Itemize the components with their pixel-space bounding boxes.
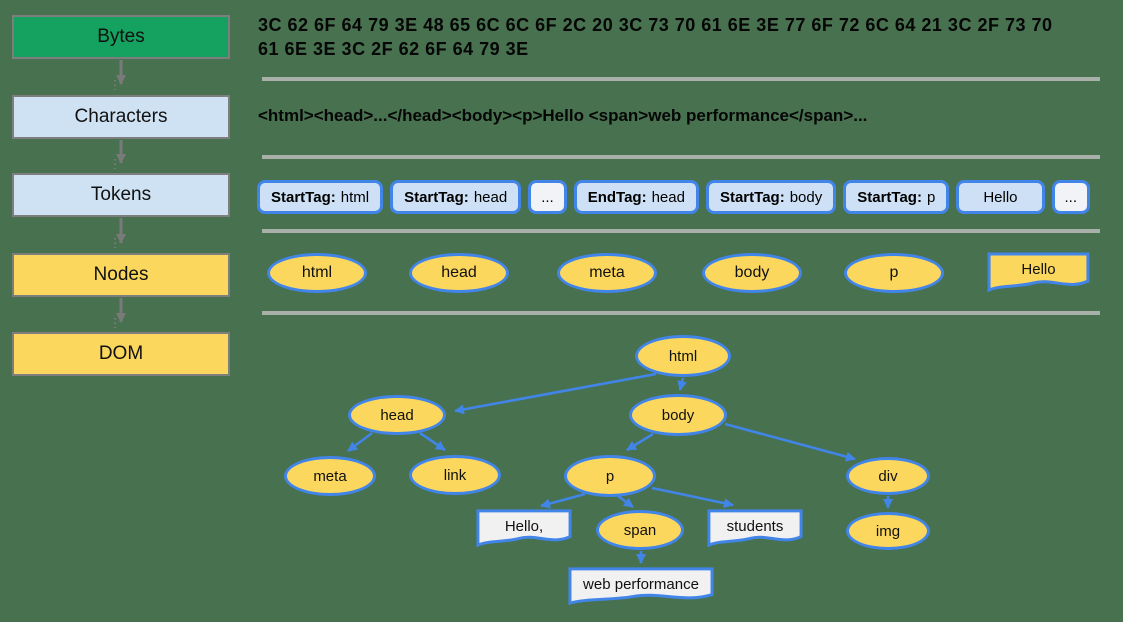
tree-node-label: head bbox=[380, 406, 414, 424]
stage-bytes-label: Bytes bbox=[97, 26, 145, 47]
tree-node-link: link bbox=[409, 455, 501, 495]
stage-tokens-label: Tokens bbox=[90, 184, 152, 205]
node-head: head bbox=[409, 253, 509, 293]
token-value: p bbox=[926, 188, 936, 206]
separator-2 bbox=[262, 155, 1100, 159]
tree-node-label: div bbox=[878, 467, 898, 485]
tree-node-label: meta bbox=[313, 467, 347, 485]
stage-characters: Characters bbox=[12, 95, 230, 139]
token-starttag-p: StartTag:p bbox=[843, 180, 950, 214]
token-prefix: EndTag: bbox=[587, 188, 647, 206]
node-body: body bbox=[702, 253, 802, 293]
token-starttag-body: StartTag:body bbox=[705, 180, 837, 214]
token-text-hello: Hello bbox=[956, 180, 1045, 214]
token-prefix: StartTag: bbox=[857, 188, 922, 206]
node-label: p bbox=[889, 264, 899, 281]
stage-bytes: Bytes bbox=[12, 15, 230, 59]
token-endtag-head: EndTag:head bbox=[573, 180, 699, 214]
node-label: html bbox=[301, 264, 333, 281]
characters-string: <html><head>...</head><body><p>Hello <sp… bbox=[258, 106, 868, 125]
tree-node-meta: meta bbox=[284, 456, 376, 496]
token-value: ... bbox=[541, 188, 554, 206]
tree-node-body: body bbox=[629, 394, 727, 436]
node-meta: meta bbox=[557, 253, 657, 293]
token-ellipsis-1: ... bbox=[528, 180, 567, 214]
node-label: head bbox=[441, 264, 477, 281]
token-prefix: StartTag: bbox=[271, 188, 336, 206]
node-p: p bbox=[844, 253, 944, 293]
node-text-hello: Hello bbox=[987, 252, 1090, 292]
tree-node-label: web performance bbox=[583, 575, 699, 593]
tree-node-label: students bbox=[726, 517, 784, 535]
tree-node-label: html bbox=[668, 347, 698, 365]
text-node-shape bbox=[567, 567, 715, 605]
node-label: meta bbox=[589, 264, 625, 281]
tree-textnode-students: students bbox=[707, 509, 803, 547]
token-value: head bbox=[473, 188, 508, 206]
tree-node-html: html bbox=[635, 335, 731, 377]
token-value: Hello bbox=[983, 188, 1018, 206]
token-value: html bbox=[340, 188, 370, 206]
tree-node-head: head bbox=[348, 395, 446, 435]
token-prefix: StartTag: bbox=[719, 188, 785, 206]
token-value: head bbox=[651, 188, 685, 206]
stage-characters-label: Characters bbox=[74, 106, 168, 127]
tree-node-p: p bbox=[564, 455, 656, 497]
tree-node-span: span bbox=[596, 510, 684, 550]
separator-3 bbox=[262, 229, 1100, 233]
node-html: html bbox=[267, 253, 367, 293]
tree-node-label: link bbox=[443, 466, 467, 484]
tree-textnode-web-performance: web performance bbox=[567, 567, 715, 605]
tree-node-label: Hello, bbox=[504, 517, 544, 535]
tree-node-label: span bbox=[623, 521, 657, 539]
token-prefix: StartTag: bbox=[404, 188, 469, 206]
token-ellipsis-2: ... bbox=[1051, 180, 1091, 214]
tree-node-div: div bbox=[846, 457, 930, 495]
tokens-row: StartTag:html StartTag:head ... EndTag:h… bbox=[257, 180, 1107, 214]
text-node-shape bbox=[987, 252, 1090, 292]
separator-1 bbox=[262, 77, 1100, 81]
node-label: Hello bbox=[1021, 260, 1056, 278]
token-value: ... bbox=[1064, 188, 1078, 206]
token-value: body bbox=[789, 188, 823, 206]
text-node-shape bbox=[476, 509, 572, 547]
tree-node-label: img bbox=[875, 522, 901, 540]
token-starttag-head: StartTag:head bbox=[390, 180, 522, 214]
stage-tokens: Tokens bbox=[12, 173, 230, 217]
bytes-hex-string: 3C 62 6F 64 79 3E 48 65 6C 6C 6F 2C 20 3… bbox=[258, 15, 1053, 60]
stage-nodes: Nodes bbox=[12, 253, 230, 297]
stage-dom-label: DOM bbox=[98, 343, 144, 364]
separator-4 bbox=[262, 311, 1100, 315]
tree-node-label: body bbox=[661, 406, 695, 424]
node-label: body bbox=[734, 264, 770, 281]
tree-node-label: p bbox=[605, 467, 615, 485]
token-starttag-html: StartTag:html bbox=[257, 180, 384, 214]
tree-node-img: img bbox=[846, 512, 930, 550]
stage-dom: DOM bbox=[12, 332, 230, 376]
stage-nodes-label: Nodes bbox=[93, 264, 149, 285]
tree-textnode-hello: Hello, bbox=[476, 509, 572, 547]
text-node-shape bbox=[707, 509, 803, 547]
